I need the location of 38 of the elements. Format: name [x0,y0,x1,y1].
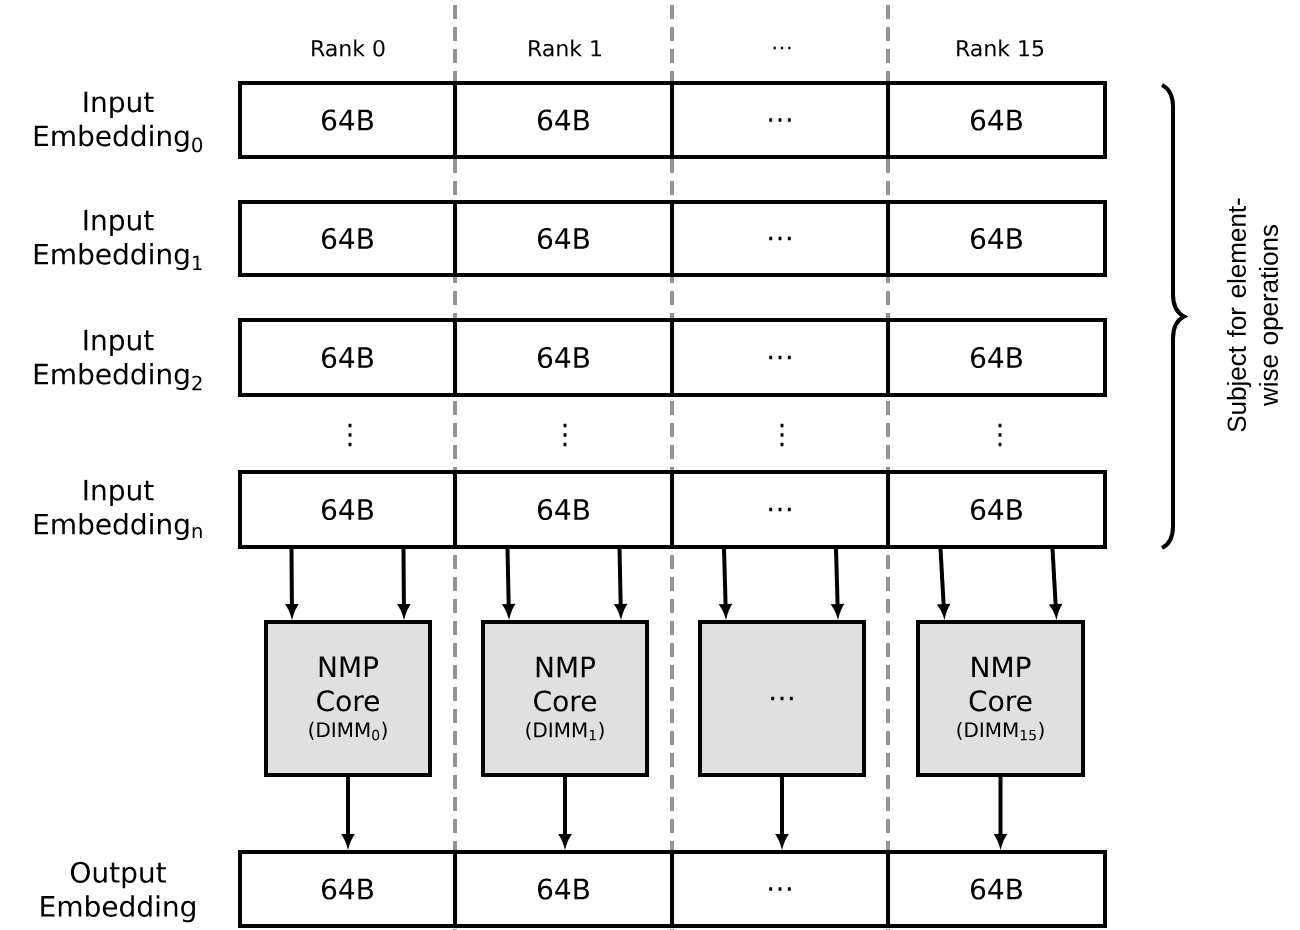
data-cell: 64B [453,470,674,549]
vertical-ellipsis: ⋮ [563,423,567,447]
row-label: Input Embedding$_{n}$ [34,479,202,541]
vertical-ellipsis: ⋮ [348,423,352,447]
vertical-ellipsis: ⋮ [780,423,784,447]
core-box: … [698,620,866,777]
core-box: NMP Core (DIMM$_{0}$) [264,620,432,777]
data-cell: 64B [453,318,674,397]
data-cell: 64B [453,81,674,159]
data-cell: 64B [238,81,457,159]
row-label: Input Embedding$_{0}$ [34,91,203,153]
data-cell: 64B [238,318,457,397]
row-label: Input Embedding$_{2}$ [34,329,202,391]
column-header: … [773,46,791,50]
data-cell: 64B [453,200,674,277]
data-cell: … [670,850,890,928]
data-cell: 64B [238,470,457,549]
column-header: Rank 1 [529,39,601,57]
data-cell: … [670,200,890,277]
brace-label: Subject for element-wise operations [1226,198,1284,432]
data-cell: 64B [886,850,1107,928]
row-label: Output Embedding [41,861,195,923]
data-cell: 64B [238,200,457,277]
core-box: NMP Core (DIMM$_{1}$) [481,620,649,777]
column-header: Rank 0 [312,39,385,57]
data-cell: 64B [886,200,1107,277]
vertical-ellipsis: ⋮ [998,423,1002,447]
data-cell: … [670,470,890,549]
data-cell: 64B [886,81,1107,159]
row-label: Input Embedding$_{1}$ [34,209,202,271]
data-cell: … [670,81,890,159]
data-cell: 64B [238,850,457,928]
core-box: NMP Core (DIMM$_{15}$) [916,620,1085,777]
data-cell: … [670,318,890,397]
data-cell: 64B [453,850,674,928]
column-header: Rank 15 [957,39,1044,57]
data-cell: 64B [886,318,1107,397]
data-cell: 64B [886,470,1107,549]
